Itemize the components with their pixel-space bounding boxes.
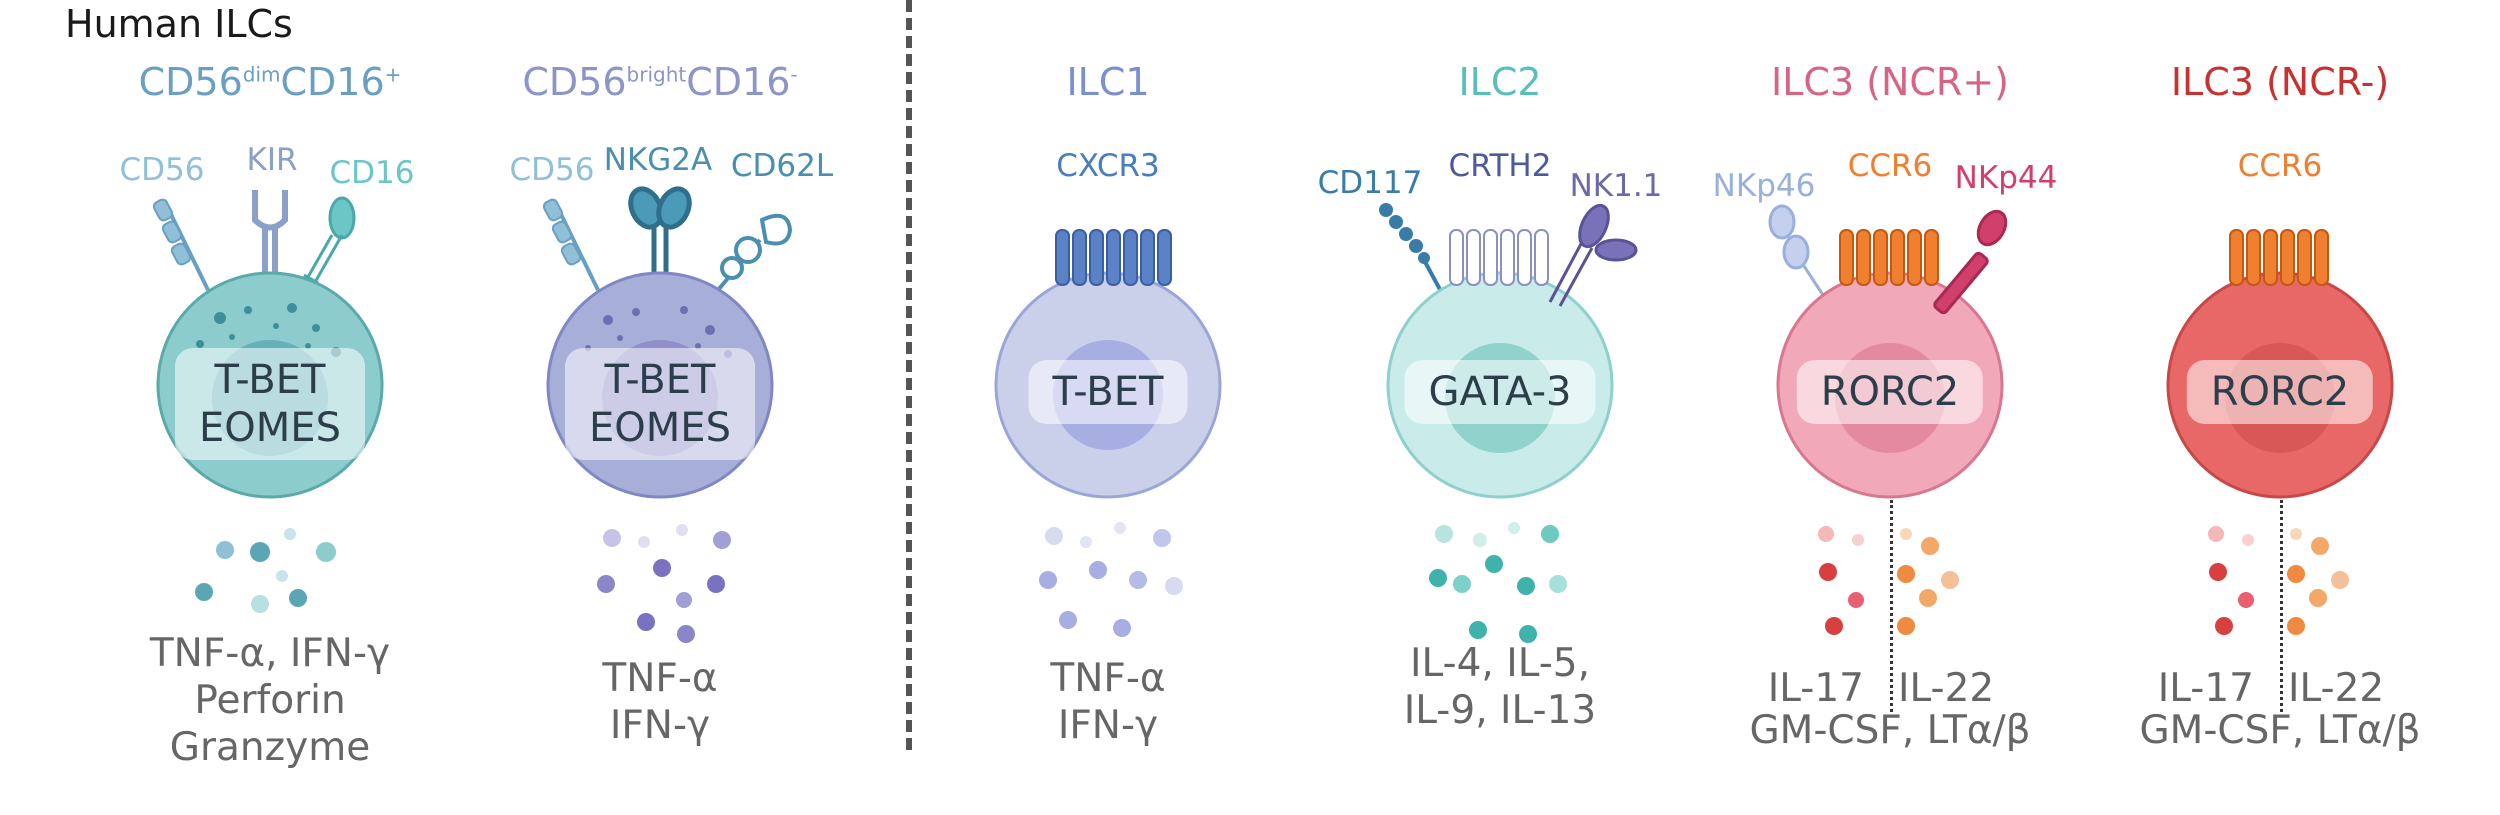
cytokine-line: TNF-α, IFN-γ: [149, 631, 391, 676]
cxcr3-receptor: [1055, 229, 1172, 286]
title-sup: bright: [626, 62, 687, 87]
tf-rorc2: RORC2: [2210, 369, 2350, 415]
crth2-receptor: [1449, 229, 1549, 286]
cd56-receptor: [542, 198, 600, 291]
tf-gata3: GATA-3: [1428, 369, 1572, 415]
ilc2-cell: [1379, 203, 1638, 499]
receptor-label-cd16: CD16: [329, 155, 415, 191]
cytokine-il22: IL-22: [2288, 666, 2385, 711]
receptor-label-ccr6: CCR6: [1847, 148, 1933, 184]
panel-ilc1: ILC1 CXCR3 T-BET TNF-α IFN-γ: [918, 0, 1298, 815]
receptor-label-nkg2a: NKG2A: [603, 142, 713, 178]
cytokine-text: TNF-α IFN-γ: [918, 655, 1298, 749]
cytokine-il17: IL-17: [1767, 666, 1864, 711]
panel-ilc2: ILC2 CD117 CRTH2 NK1.1 GATA-3: [1310, 0, 1690, 815]
panel-ilc3-ncr-neg: ILC3 (NCR-) CCR6 RORC2 IL-17 IL-22 GM-CS…: [2090, 0, 2470, 815]
tf-rorc2: RORC2: [1820, 369, 1960, 415]
ilc3-ncr-pos-cell: [1768, 204, 2008, 499]
title-sup: +: [384, 62, 402, 87]
panel-title: CD56dimCD16+: [80, 60, 460, 104]
cd56-receptor: [152, 198, 210, 291]
transcription-factor-box: GATA-3: [1404, 360, 1596, 424]
receptor-label-cd56: CD56: [119, 152, 205, 188]
cytokine-line: Granzyme: [169, 725, 371, 770]
panel-title: ILC3 (NCR-): [2170, 60, 2390, 104]
cytokine-text: TNF-α, IFN-γ Perforin Granzyme: [80, 630, 460, 771]
transcription-factor-box: RORC2: [1796, 360, 1984, 424]
nkp44-receptor: [1933, 209, 2008, 315]
receptor-label-cxcr3: CXCR3: [1056, 148, 1160, 184]
cytokine-line: IFN-γ: [1057, 703, 1159, 748]
transcription-factor-box: RORC2: [2186, 360, 2374, 424]
title-part: CD56: [138, 60, 243, 104]
receptor-label-nk11: NK1.1: [1569, 168, 1663, 204]
receptor-label-ccr6: CCR6: [2237, 148, 2323, 184]
title-sup: dim: [242, 62, 281, 87]
ilc1-cell: [994, 229, 1222, 499]
receptor-label-cd117: CD117: [1317, 165, 1423, 201]
receptor-label-nkp44: NKp44: [1954, 160, 2058, 196]
figure-title: Human ILCs: [65, 2, 293, 46]
cytokine-line: IFN-γ: [609, 703, 711, 748]
transcription-factor-box: T-BET: [1028, 360, 1188, 424]
title-part: CD16: [280, 60, 385, 104]
receptor-label-crth2: CRTH2: [1448, 148, 1552, 184]
cytokine-line: TNF-α: [1050, 656, 1166, 701]
tf-tbet: T-BET: [214, 357, 326, 403]
cytokine-gmcsf: GM-CSF, LTα/β: [1749, 708, 2031, 753]
cytokine-il22: IL-22: [1898, 666, 1995, 711]
cytokine-dots: [1818, 526, 1959, 635]
cytokine-dots: [2208, 526, 2349, 635]
panel-title: ILC1: [1066, 60, 1150, 104]
ccr6-receptor: [1839, 229, 1939, 286]
title-part: CD56: [522, 60, 627, 104]
cytokine-split-line: [2280, 500, 2283, 712]
cytokine-line: IL-9, IL-13: [1403, 688, 1597, 733]
cytokine-dots: [1429, 522, 1567, 643]
cytokine-line: TNF-α: [602, 656, 718, 701]
panel-nk-dim: CD56dimCD16+ CD56 KIR CD16: [80, 0, 460, 815]
receptor-label-cd62l: CD62L: [730, 148, 834, 184]
panel-ilc3-ncr-pos: ILC3 (NCR+) NKp46 CCR6 NKp44 RORC2 IL-17: [1700, 0, 2080, 815]
transcription-factor-box: T-BET EOMES: [175, 348, 365, 460]
panel-title: CD56brightCD16-: [470, 60, 850, 104]
panel-title: ILC3 (NCR+): [1770, 60, 2010, 104]
ilc3-ncr-neg-cell: [2166, 229, 2394, 499]
panel-title: ILC2: [1458, 60, 1542, 104]
title-sup: -: [790, 62, 798, 87]
tf-eomes: EOMES: [199, 405, 341, 451]
cytokine-line: IL-4, IL-5,: [1409, 641, 1591, 686]
cytokine-dots: [1039, 522, 1183, 637]
title-part: CD16: [686, 60, 791, 104]
tf-tbet: T-BET: [604, 357, 716, 403]
cytokine-dots: [195, 528, 336, 613]
panel-nk-bright: CD56brightCD16- CD56 NKG2A CD62L: [470, 0, 850, 815]
cytokine-il17: IL-17: [2157, 666, 2254, 711]
tf-eomes: EOMES: [589, 405, 731, 451]
cytokine-text: IL-4, IL-5, IL-9, IL-13: [1310, 640, 1690, 734]
tf-tbet: T-BET: [1052, 369, 1164, 415]
receptor-label-nkp46: NKp46: [1712, 168, 1816, 204]
transcription-factor-box: T-BET EOMES: [565, 348, 755, 460]
group-divider: [906, 0, 912, 750]
receptor-label-kir: KIR: [246, 142, 298, 178]
receptor-label-cd56: CD56: [509, 152, 595, 188]
cytokine-text: TNF-α IFN-γ: [470, 655, 850, 749]
cytokine-split-line: [1890, 500, 1893, 712]
ccr6-receptor: [2229, 229, 2329, 286]
cd117-receptor: [1379, 203, 1452, 309]
cytokine-gmcsf: GM-CSF, LTα/β: [2139, 708, 2421, 753]
cytokine-dots: [597, 524, 731, 643]
granules: [585, 306, 732, 358]
cytokine-line: Perforin: [194, 678, 346, 723]
nk11-receptor: [1548, 203, 1638, 307]
